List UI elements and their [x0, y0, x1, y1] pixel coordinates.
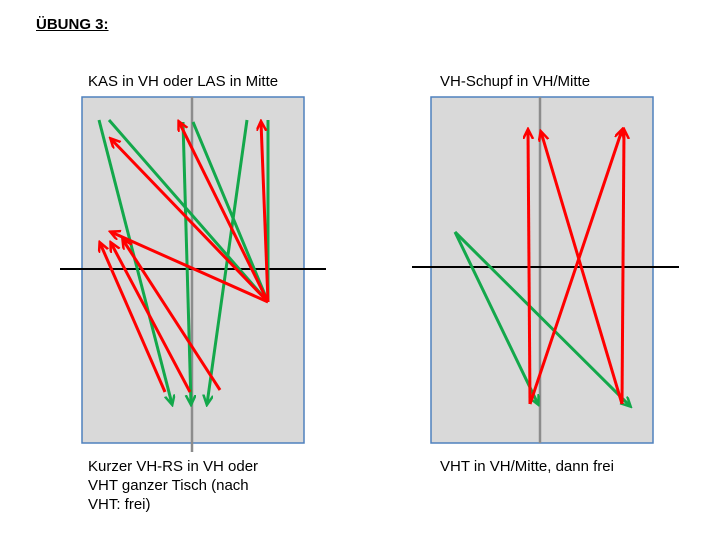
left-red-arrow-7	[123, 240, 222, 391]
right-red-arrow-2	[528, 130, 622, 405]
left-table	[60, 96, 326, 452]
right-top-label: VH-Schupf in VH/Mitte	[440, 73, 591, 90]
left-green-arrow-2	[181, 121, 191, 404]
left-red-arrow-1	[111, 139, 270, 304]
right-red-arrow-4	[622, 130, 624, 405]
left-red-arrow-2	[179, 122, 270, 303]
exercise-title: ÜBUNG 3:	[36, 16, 109, 33]
right-green-arrow-1	[453, 231, 538, 404]
left-bottom-label-line-3: VHT: frei)	[88, 496, 151, 513]
left-red-arrow-3	[261, 122, 270, 303]
left-red-arrow-5	[100, 243, 167, 393]
right-red-arrow-1	[528, 130, 530, 405]
left-green-arrow-3	[207, 119, 249, 404]
left-green-line-1	[107, 119, 270, 303]
left-red-arrow-6	[111, 243, 192, 393]
left-bottom-label-line-2: VHT ganzer Tisch (nach	[88, 477, 249, 494]
left-bottom-label-line-1: Kurzer VH-RS in VH oder	[88, 458, 259, 475]
right-bottom-label: VHT in VH/Mitte, dann frei	[440, 458, 614, 475]
right-green-arrow-2	[453, 230, 630, 406]
right-table	[412, 96, 679, 444]
left-red-arrow-4	[111, 232, 269, 304]
left-bottom-label: Kurzer VH-RS in VH oder VHT ganzer Tisch…	[88, 457, 258, 514]
left-top-label: KAS in VH oder LAS in Mitte	[88, 73, 279, 90]
left-green-line-2	[191, 121, 270, 303]
right-red-arrow-3	[541, 132, 624, 405]
